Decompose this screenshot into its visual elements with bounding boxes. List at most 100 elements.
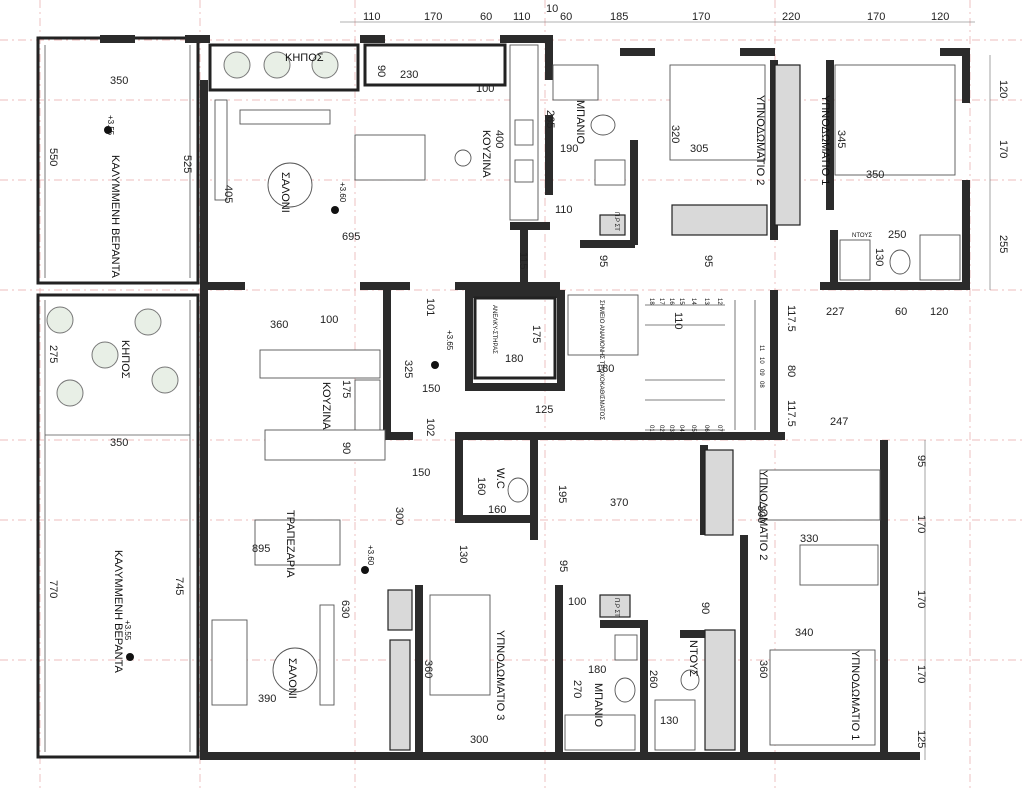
unit-101: 101 [424, 298, 436, 316]
dim-label: 360 [270, 319, 288, 331]
dim-label: 100 [476, 83, 494, 95]
dim-label: 350 [866, 169, 884, 181]
top-dim-6: 185 [610, 11, 628, 23]
wardrobe-icon [389, 639, 411, 751]
step-number: 16 [668, 298, 674, 305]
bed-icon [834, 64, 956, 176]
desk-icon [799, 544, 879, 586]
dim-label: 90 [375, 65, 387, 77]
dim-label: 350 [110, 437, 128, 449]
right-dim-7: 125 [915, 730, 927, 748]
shower-icon [654, 699, 696, 751]
right-dim-5: 170 [915, 590, 927, 608]
sofa-bottom [211, 619, 248, 706]
dim-label: 345 [835, 130, 847, 148]
top-dimension-chain: 110 170 60 110 10 60 185 170 220 170 120 [340, 3, 975, 23]
dim-label: 270 [571, 680, 583, 698]
sink-icon [614, 634, 638, 661]
dim-label: 125 [535, 404, 553, 416]
kitchen-top-label: ΚΟΥΖΙΝΑ [480, 130, 492, 178]
bottom-unit-walls [200, 290, 920, 760]
step-number: 04 [678, 425, 684, 432]
right-dim-4: 170 [915, 515, 927, 533]
bed-icon [669, 64, 766, 161]
tree-icon [134, 308, 162, 336]
tree-icon [223, 51, 251, 79]
dim-label: 180 [596, 363, 614, 375]
dim-label: 525 [181, 155, 193, 173]
rm-dim-60: 60 [895, 306, 907, 318]
dim-label: 90 [340, 442, 352, 454]
dim-label: 330 [800, 533, 818, 545]
veranda-bottom-label: ΚΑΛΥΜΜΕΝΗ ΒΕΡΑΝΤΑ [112, 550, 124, 674]
stair-steps [645, 300, 756, 431]
bedroom3-label: ΥΠΝΟΔΩΜΑΤΙΟ 3 [494, 630, 506, 720]
core [455, 290, 785, 440]
right-dim-0: 120 [997, 80, 1009, 98]
dim-label: 160 [488, 504, 506, 516]
dim-label: 175 [340, 380, 352, 398]
dim-label: 95 [702, 255, 714, 267]
step-number: 02 [658, 425, 664, 432]
storage-bottom-label: Π.Ρ ΣΤ [613, 598, 619, 617]
shower-icon [839, 239, 871, 281]
level-marker-icon [104, 126, 112, 134]
top-dim-5: 60 [560, 11, 572, 23]
right-middle-dimensions: 227 60 120 117.5 80 117.5 247 [785, 305, 948, 428]
bathtub-icon [564, 714, 636, 751]
step-number: 12 [716, 298, 722, 305]
dim-label: 130 [873, 248, 885, 266]
bed-icon [759, 469, 881, 521]
tree-icon [151, 366, 179, 394]
step-number: 08 [758, 381, 764, 388]
living-top-label: ΣΑΛΟΝΙ [279, 172, 291, 213]
wc-label: W.C [494, 468, 506, 489]
bedroom2-top-label: ΥΠΝΟΔΩΜΑΤΙΟ 2 [754, 95, 766, 185]
kitchen-sink-icon [514, 119, 534, 146]
step-number: 10 [758, 357, 764, 364]
top-dim-9: 170 [867, 11, 885, 23]
toilet-icon [614, 677, 636, 703]
rm-dim-227: 227 [826, 306, 844, 318]
right-dimension-chain: 120 170 255 95 170 170 170 125 [915, 55, 1009, 760]
top-dim-1: 170 [424, 11, 442, 23]
tree-icon [46, 306, 74, 334]
shower-top-label: ΝΤΟΥΣ [852, 233, 872, 239]
step-number: 09 [758, 369, 764, 376]
rm-dim-117b: 117.5 [785, 400, 797, 427]
right-dim-6: 170 [915, 665, 927, 683]
stair-numbers-right: 11 10 09 08 [758, 345, 764, 388]
dining-table-bottom [254, 519, 341, 566]
top-unit-walls [100, 35, 970, 290]
dim-label: 260 [647, 670, 659, 688]
tree-icon [311, 51, 339, 79]
step-number: 03 [668, 425, 674, 432]
storage-top-box [599, 214, 626, 236]
dim-label: 370 [610, 497, 628, 509]
dim-label: 770 [47, 580, 59, 598]
dim-label: 360 [757, 660, 769, 678]
garden-top-box [208, 43, 360, 92]
dim-label: 325 [402, 360, 414, 378]
dim-label: 230 [400, 69, 418, 81]
bath-bottom-label: ΜΠΑΝΙΟ [592, 683, 604, 727]
dim-label: 695 [342, 231, 360, 243]
level-marker-icon [331, 206, 339, 214]
tree-icon [56, 379, 84, 407]
dim-label: 95 [597, 255, 609, 267]
unit-102: 102 [424, 418, 436, 436]
top-dim-10: 120 [931, 11, 949, 23]
dim-label: 130 [457, 545, 469, 563]
elevator-shaft [473, 296, 557, 380]
step-number: 18 [648, 298, 654, 305]
dim-label: 265 [544, 110, 556, 128]
shower-tray-icon [919, 234, 961, 281]
elevator-label: ΑΝΕΛΚΥ-ΣΤΗΡΑΣ [491, 305, 497, 354]
plant-icon [454, 149, 472, 167]
garden-bottom-label: ΚΗΠΟΣ [119, 340, 131, 379]
step-number: 13 [703, 298, 709, 305]
sofa-top [214, 99, 228, 201]
dim-label: 320 [669, 125, 681, 143]
toilet-icon [590, 114, 616, 136]
wardrobe-icon [671, 204, 768, 236]
